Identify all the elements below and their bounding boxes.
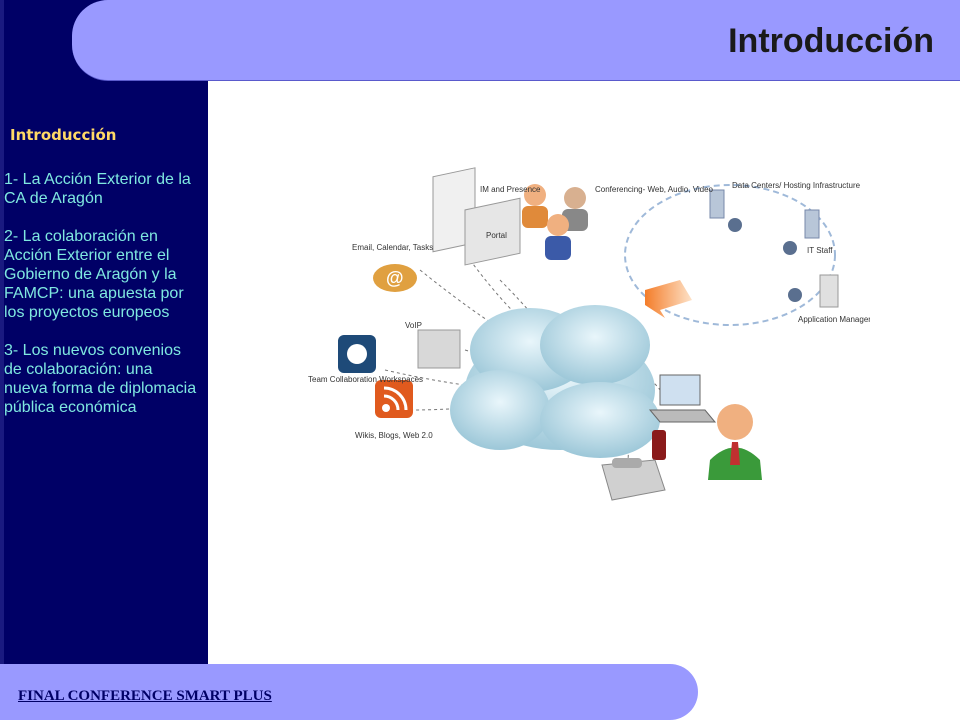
voip-server-icon — [417, 329, 461, 369]
mobile-phone-icon — [652, 430, 666, 460]
label-conferencing: Conferencing- Web, Audio, Video — [595, 185, 714, 194]
datacenter-orbit — [624, 184, 836, 326]
sidebar-divider — [0, 0, 4, 720]
laptop-icon — [648, 374, 717, 423]
sidebar-nav: Introducción 1- La Acción Exterior de la… — [4, 126, 200, 436]
label-wikis: Wikis, Blogs, Web 2.0 — [355, 431, 433, 440]
label-app: Application Management Services — [798, 315, 870, 324]
cloud-collaboration-illustration: @ — [308, 167, 870, 501]
rss-icon — [375, 380, 413, 418]
svg-text:@: @ — [386, 268, 404, 288]
nav-item-colaboracion[interactable]: 2- La colaboración en Acción Exterior en… — [4, 228, 184, 321]
page-title: Introducción — [728, 22, 934, 60]
label-voip: VoIP — [405, 321, 422, 330]
cloud-icon — [450, 305, 660, 458]
team-collaboration-icon — [338, 335, 376, 373]
conferencing-people-icon — [522, 184, 588, 260]
desk-phone-icon — [601, 458, 666, 501]
portal-screens-icon — [432, 167, 521, 266]
user-avatar-icon — [708, 404, 762, 480]
label-email: Email, Calendar, Tasks — [352, 243, 433, 252]
label-im: IM and Presence — [480, 185, 541, 194]
sidebar: Introducción 1- La Acción Exterior de la… — [0, 0, 208, 720]
sync-arrow — [645, 280, 692, 318]
email-icon: @ — [373, 264, 417, 292]
footer-link[interactable]: FINAL CONFERENCE SMART PLUS — [18, 688, 272, 704]
footer-bar: FINAL CONFERENCE SMART PLUS — [0, 664, 698, 720]
nav-item-nuevos-convenios[interactable]: 3- Los nuevos convenios de colaboración:… — [4, 342, 197, 416]
nav-item-introduccion[interactable]: Introducción — [10, 126, 117, 144]
title-bar: Introducción — [72, 0, 960, 81]
nav-item-accion-exterior[interactable]: 1- La Acción Exterior de la CA de Aragón — [4, 171, 191, 207]
label-itstaff: IT Staff — [807, 246, 833, 255]
label-team: Team Collaboration Workspaces — [308, 375, 423, 384]
label-portal: Portal — [486, 231, 507, 240]
datacenter-servers-icon — [709, 189, 839, 308]
label-datacenters: Data Centers/ Hosting Infrastructure — [732, 181, 861, 190]
